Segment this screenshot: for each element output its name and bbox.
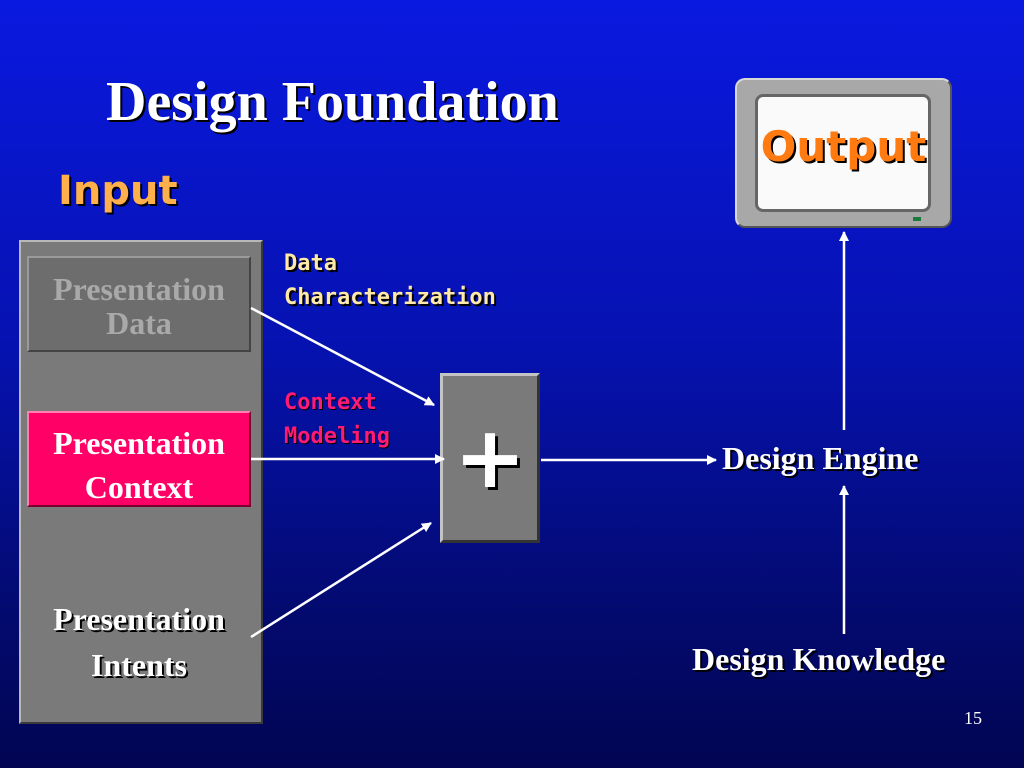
context-modeling-label: Context Modeling: [284, 386, 390, 454]
presentation-data-line2: Data: [106, 305, 172, 341]
arrow-intents-to-combiner: [250, 521, 432, 639]
presentation-intents-line1: Presentation: [53, 601, 225, 637]
slide-title: Design Foundation: [106, 71, 559, 133]
monitor-screen: [755, 94, 931, 212]
monitor-power-led: [913, 217, 921, 221]
data-characterization-line2: Characterization: [284, 285, 496, 310]
data-characterization-label: Data Characterization: [284, 247, 496, 315]
input-heading: Input: [58, 168, 178, 214]
output-label: Output: [760, 122, 927, 171]
presentation-data-box: Presentation Data: [27, 256, 251, 352]
design-knowledge-label: Design Knowledge: [692, 641, 946, 677]
page-number: 15: [964, 708, 982, 728]
presentation-data-line1: Presentation: [53, 271, 225, 307]
data-characterization-line1: Data: [284, 251, 337, 276]
design-engine-label: Design Engine: [722, 440, 919, 476]
presentation-context-line1: Presentation: [53, 425, 225, 461]
presentation-context-box: Presentation Context: [27, 411, 251, 507]
context-modeling-line1: Context: [284, 390, 377, 415]
presentation-intents-line2: Intents: [90, 647, 187, 683]
presentation-context-line2: Context: [84, 469, 194, 505]
context-modeling-line2: Modeling: [284, 424, 390, 449]
plus-icon: +: [453, 408, 527, 508]
arrow-data-to-combiner: [250, 306, 435, 407]
presentation-intents-box: Presentation Intents: [27, 596, 251, 688]
combiner-box: [440, 373, 540, 543]
